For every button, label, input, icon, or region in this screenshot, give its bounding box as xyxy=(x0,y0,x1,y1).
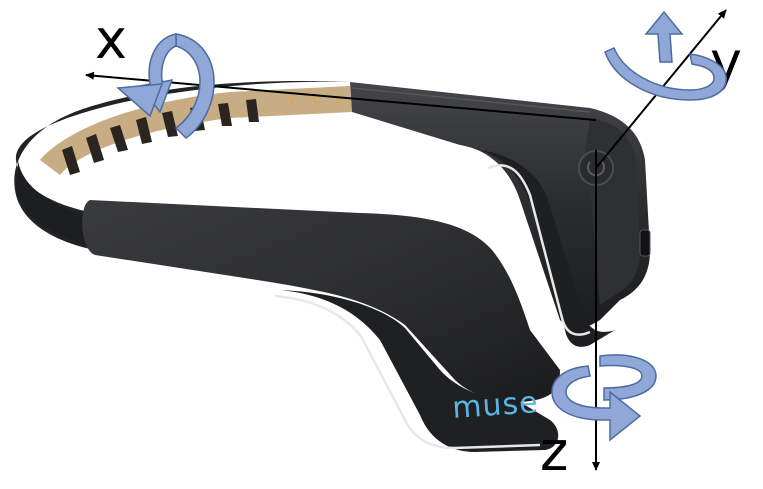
y-rotation-arrow-icon xyxy=(605,12,726,100)
brand-logo-text: muse xyxy=(451,385,540,426)
usb-port-icon xyxy=(640,230,650,256)
x-axis-label: x xyxy=(95,8,127,71)
left-pod xyxy=(82,200,560,402)
z-axis-label: z xyxy=(540,420,568,483)
